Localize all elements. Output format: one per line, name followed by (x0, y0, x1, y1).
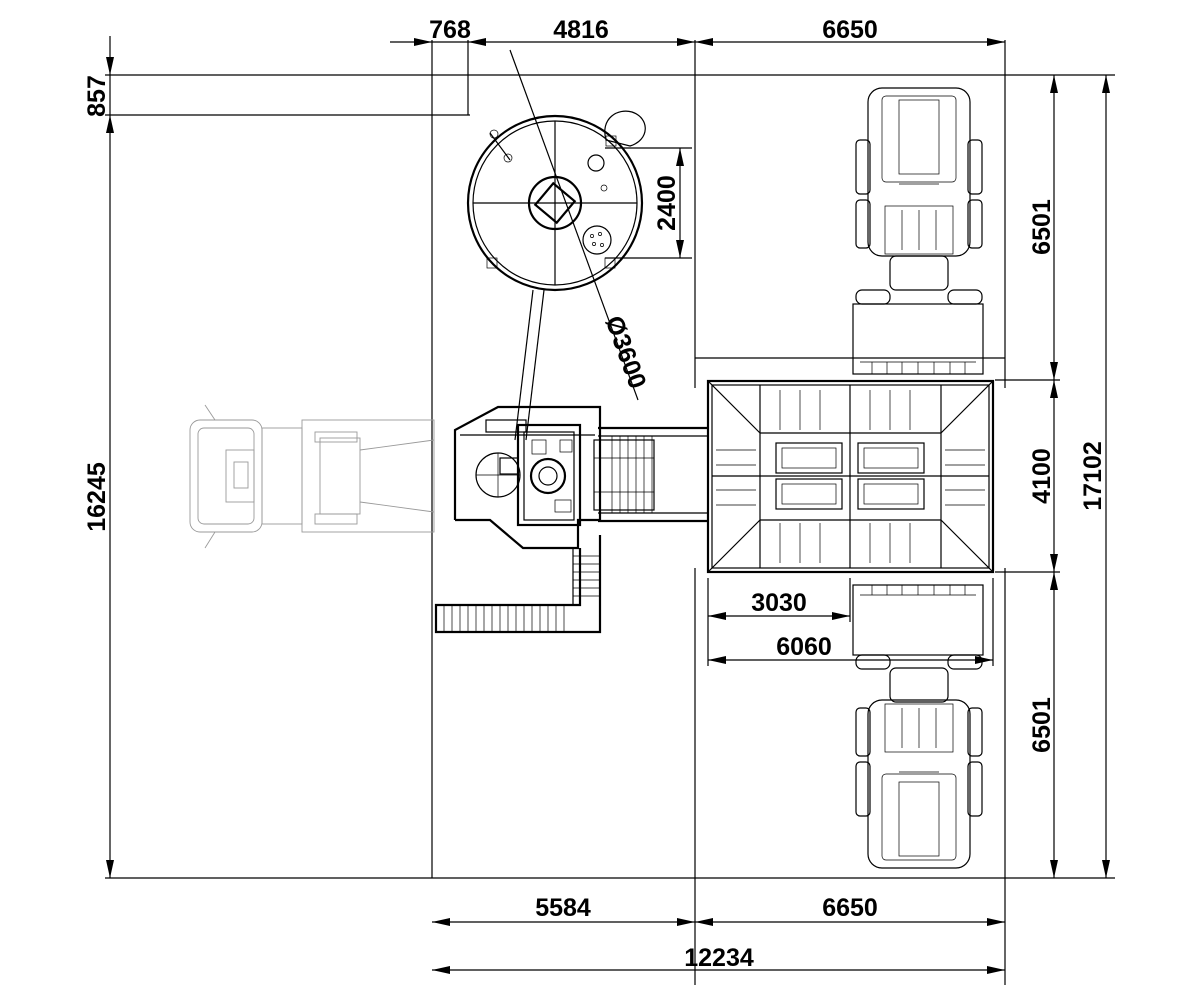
dimension-labels: 768 4816 6650 857 16245 2400 Ø3600 6501 … (83, 16, 1107, 972)
cement-silo (466, 49, 646, 441)
dimension-lines (106, 36, 1110, 974)
dim-hopper-half: 3030 (751, 589, 807, 617)
site-outline (105, 40, 1115, 985)
dim-right-middle: 4100 (1028, 448, 1056, 504)
dim-top-bin-width: 6650 (822, 16, 878, 44)
dim-tank-height: 2400 (653, 175, 681, 231)
dim-left-gap: 857 (83, 75, 111, 117)
mixer-tower (453, 405, 602, 550)
dim-right-lower: 6501 (1028, 697, 1056, 753)
dim-bottom-left: 5584 (535, 894, 591, 922)
dim-tank-diameter: Ø3600 (600, 312, 652, 392)
upper-wheel-loader (852, 87, 984, 375)
dim-left-total: 16245 (83, 462, 111, 532)
belt-conveyor (593, 426, 708, 523)
lower-wheel-loader (852, 584, 984, 869)
dim-hopper-full: 6060 (776, 633, 832, 661)
ghost-mixer-truck (189, 404, 435, 549)
access-stairs (434, 535, 602, 634)
dim-right-upper: 6501 (1028, 199, 1056, 255)
aggregate-bin (706, 379, 995, 574)
dim-right-total: 17102 (1079, 441, 1107, 511)
dim-top-offset: 768 (429, 16, 471, 44)
dim-top-mixer-width: 4816 (553, 16, 609, 44)
dim-bottom-right: 6650 (822, 894, 878, 922)
dim-bottom-total: 12234 (684, 944, 754, 972)
